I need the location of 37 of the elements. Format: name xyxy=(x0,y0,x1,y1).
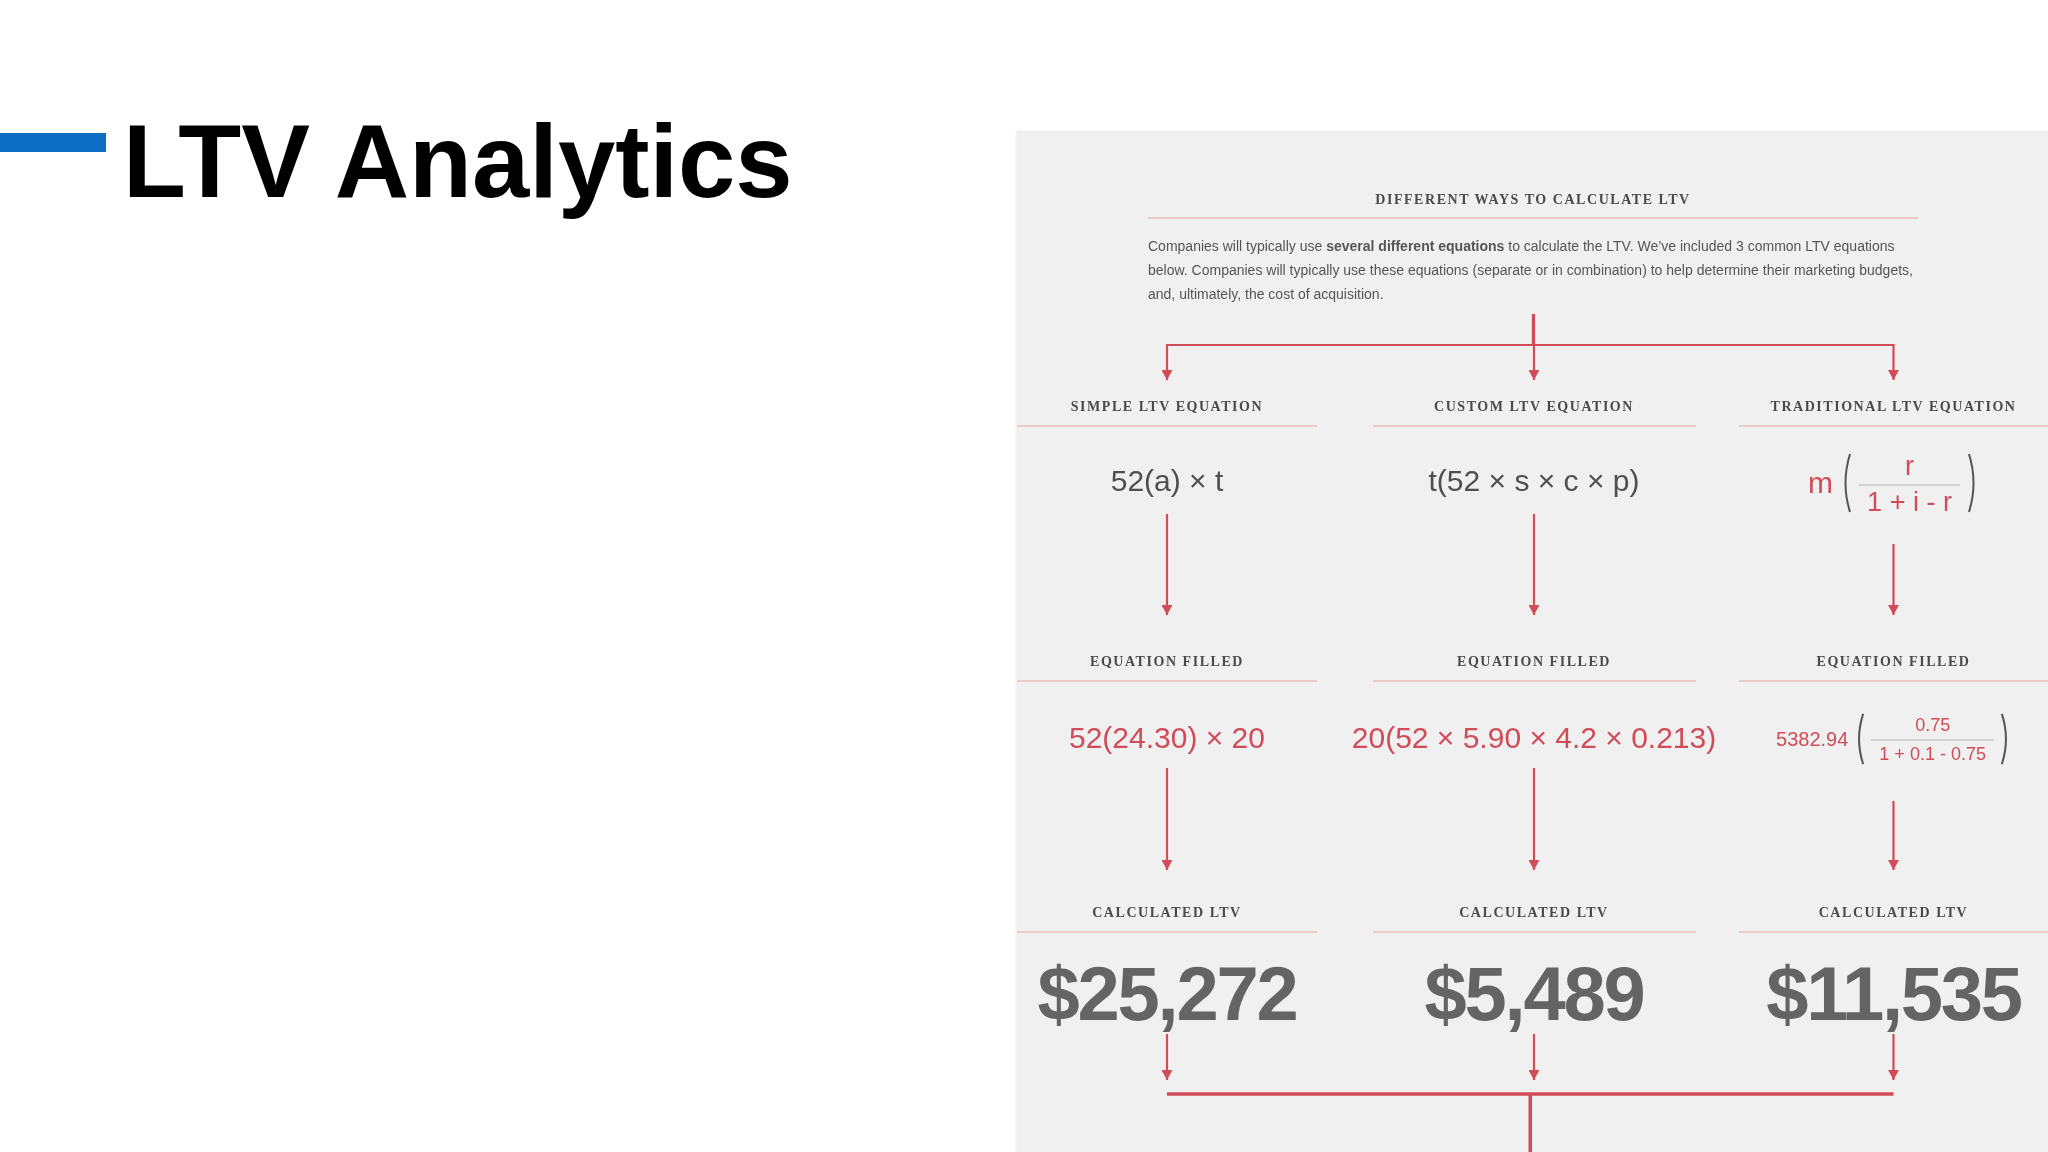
arrow xyxy=(1528,768,1540,870)
section-heading: DIFFERENT WAYS TO CALCULATE LTV xyxy=(1375,191,1691,209)
ltv-value: $5,489 xyxy=(1424,954,1644,1034)
arrow xyxy=(1531,314,1899,380)
arrow xyxy=(1528,1034,1540,1080)
infographic-panel xyxy=(1017,131,2048,1152)
arrow xyxy=(1528,514,1540,615)
intro-paragraph: Companies will typically use several different equations to calculate the LTV. We’ve included 3 common LTV equations below. Companies will typically use these equations (separate or in combination) to help determine their marketing budgets, and, ultimately, the cost of acquisition. xyxy=(1148,237,1914,304)
formula-coefficient: m xyxy=(1808,465,1834,501)
arrow xyxy=(1528,314,1540,380)
column-heading: CALCULATED LTV xyxy=(1818,904,1969,922)
arrow xyxy=(1161,1034,1173,1080)
fraction-denominator: 1 + i - r xyxy=(1867,486,1952,518)
column-heading: EQUATION FILLED xyxy=(1816,653,1971,671)
column-heading: CALCULATED LTV xyxy=(1459,904,1609,922)
column-heading: SIMPLE LTV EQUATION xyxy=(1070,398,1264,416)
ltv-value: $25,272 xyxy=(1037,954,1297,1034)
fraction-numerator: 0.75 xyxy=(1915,714,1951,737)
arrow xyxy=(1161,514,1173,615)
arrow xyxy=(1888,801,1899,870)
column-heading: CUSTOM LTV EQUATION xyxy=(1434,398,1634,416)
arrow xyxy=(1888,1034,1899,1080)
formula: 52(a) × t xyxy=(1110,463,1224,499)
column-heading: EQUATION FILLED xyxy=(1090,653,1244,671)
arrow xyxy=(1888,544,1899,615)
fraction-denominator: 1 + 0.1 - 0.75 xyxy=(1879,743,1986,766)
formula: 52(24.30) × 20 xyxy=(1069,720,1265,756)
slide-title: LTV Analytics xyxy=(123,103,793,221)
column-heading: CALCULATED LTV xyxy=(1092,904,1242,922)
column-heading: TRADITIONAL LTV EQUATION xyxy=(1770,398,2017,416)
arrow xyxy=(1161,768,1173,870)
formula: 20(52 × 5.90 × 4.2 × 0.213) xyxy=(1351,720,1717,756)
ltv-value: $11,535 xyxy=(1766,954,2021,1034)
fraction-numerator: r xyxy=(1905,450,1914,483)
formula: t(52 × s × c × p) xyxy=(1428,463,1640,499)
formula-coefficient: 5382.94 xyxy=(1776,727,1849,752)
column-heading: EQUATION FILLED xyxy=(1457,653,1611,671)
